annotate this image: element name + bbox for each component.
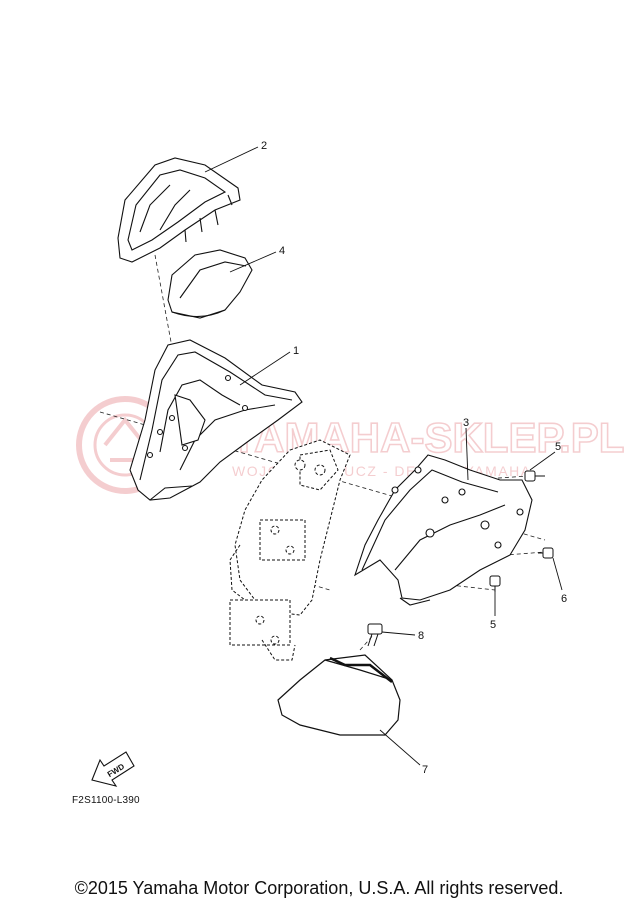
part-7-lower-cover [277,654,401,736]
callout-leaders [204,146,563,766]
part-2-cowl-cover [117,157,241,263]
screw-5-upper [524,470,545,482]
part-1-front-cowl [129,339,303,501]
copyright-notice: ©2015 Yamaha Motor Corporation, U.S.A. A… [74,878,564,898]
callout-7: 7 [422,764,428,776]
callout-2: 2 [261,140,267,152]
callout-6: 6 [561,593,567,605]
screw-6 [538,547,554,559]
callout-3: 3 [463,417,469,429]
callout-1: 1 [293,345,299,357]
handlebar-mechanism [229,439,351,661]
screw-8 [367,623,383,647]
diagram-code: F2S1100-L390 [72,795,140,806]
screw-5-lower [489,575,501,592]
fwd-arrow-icon: FWD [91,751,135,787]
part-4-pad [167,249,253,319]
callout-5-lower: 5 [490,619,496,631]
part-3-handlebar-cover [354,454,533,606]
callout-8: 8 [418,630,424,642]
callout-5-upper: 5 [555,441,561,453]
callout-4: 4 [279,245,285,257]
